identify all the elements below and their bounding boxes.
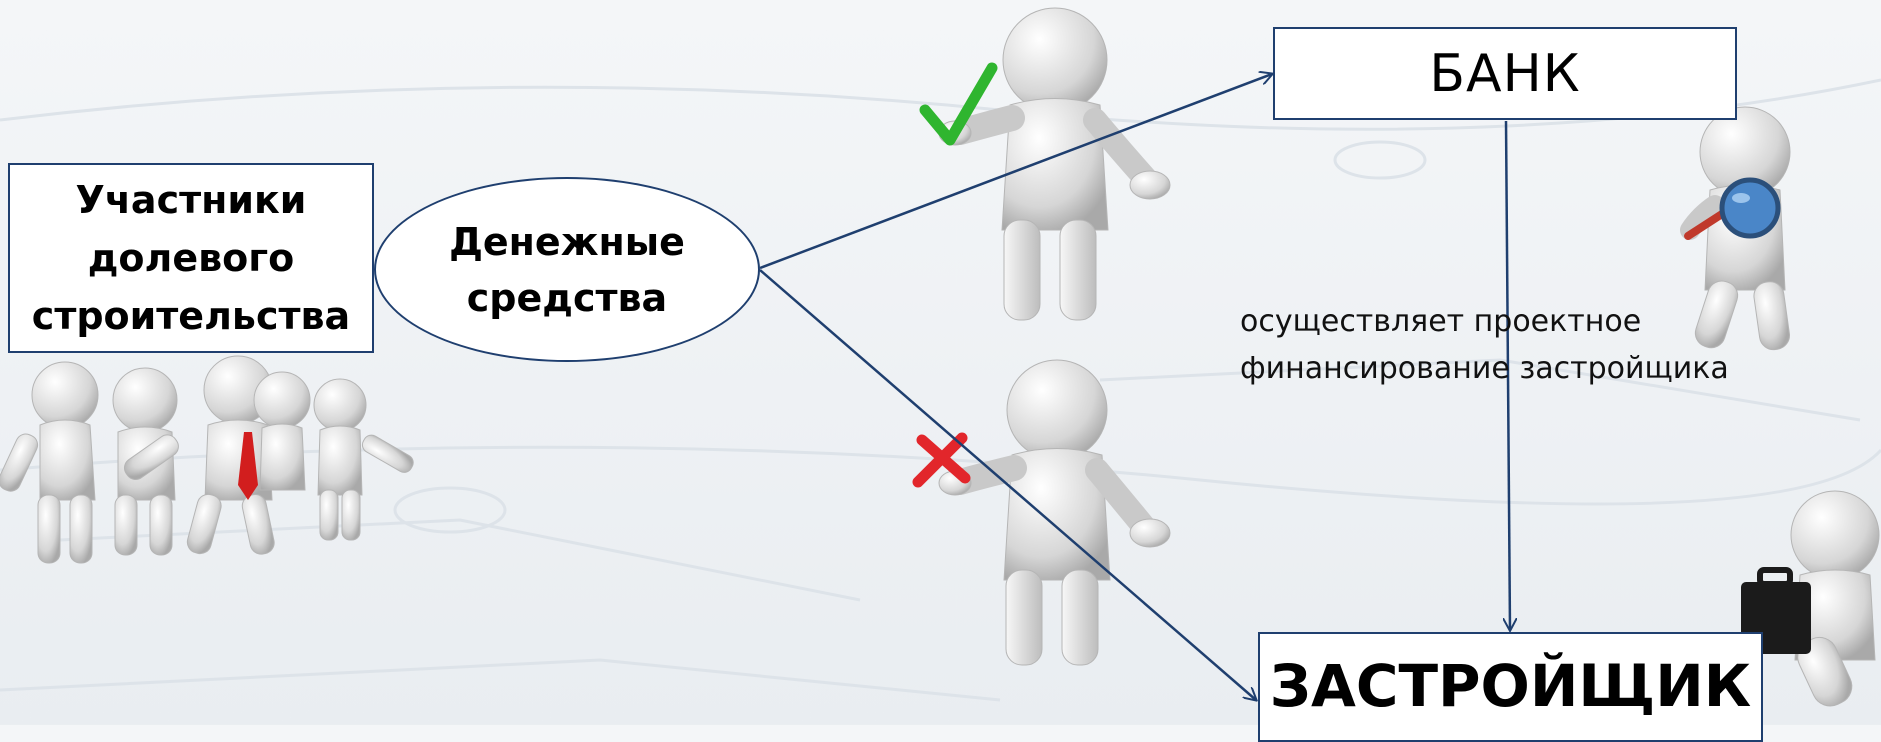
arrow-money-to-developer — [759, 269, 1256, 700]
participants-box: Участники долевого строительства — [8, 163, 374, 353]
arrow-bank-to-developer — [1506, 120, 1510, 630]
check-icon — [919, 62, 998, 146]
money-label: Денежные средства — [449, 219, 685, 320]
developer-label: ЗАСТРОЙЩИК — [1269, 652, 1752, 720]
figure-developer — [1790, 490, 1880, 707]
developer-box: ЗАСТРОЙЩИК — [1258, 632, 1763, 742]
cross-icon — [912, 432, 971, 488]
arrow-money-to-bank — [759, 74, 1272, 270]
financing-note: осуществляет проектное финансирование за… — [1240, 304, 1729, 386]
connectors-layer — [759, 0, 1881, 725]
figure-approve — [938, 7, 1171, 321]
participants-label: Участники долевого строительства — [31, 178, 351, 338]
bank-label: БАНК — [1429, 43, 1581, 104]
magnifier-icon — [1684, 177, 1781, 240]
figures-layer — [0, 7, 1880, 707]
bank-box: БАНК — [1273, 27, 1737, 120]
figure-reject — [938, 359, 1171, 666]
money-ellipse: Денежные средства — [374, 177, 760, 362]
red-tie — [238, 432, 258, 500]
